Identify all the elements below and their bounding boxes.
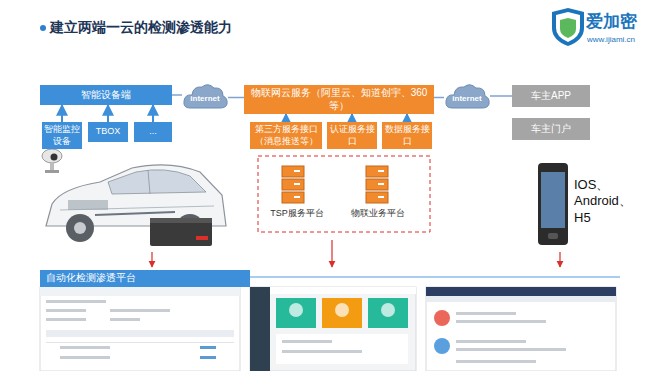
title-dot	[40, 25, 46, 31]
logo-text: 爱加密	[586, 11, 656, 32]
box-label: 认证服务接口	[329, 124, 375, 147]
flow-arrow	[107, 105, 109, 122]
platform-list: IOS、Android、H5	[574, 177, 646, 226]
service-interface-box: 数据服务接口	[382, 122, 432, 149]
service-interface-box: 认证服务接口	[327, 122, 377, 149]
cloud-label: internet	[190, 89, 219, 104]
red-arrow	[151, 252, 152, 267]
logo-url: www.ijiami.cn	[587, 35, 657, 45]
dashed-region	[258, 156, 430, 232]
flow-arrow	[61, 105, 63, 122]
cloud-label: internet	[452, 89, 481, 104]
owner-app-box: 车主APP	[512, 85, 590, 107]
flow-arrow	[406, 114, 408, 122]
platform-label: 物联业务平台	[342, 208, 414, 219]
box-label: 智能监控设备	[44, 124, 80, 147]
link-line	[172, 94, 182, 96]
cloud-outline	[184, 85, 227, 108]
cloud-outline	[446, 85, 489, 108]
flow-arrow	[351, 114, 353, 122]
device-box: ...	[134, 122, 172, 142]
link-line	[490, 95, 512, 97]
box-label: 智能设备端	[81, 89, 131, 102]
service-interface-box: 第三方服务接口（消息推送等）	[250, 122, 322, 149]
server-icon	[282, 166, 304, 203]
cloud-service-band: 物联网云服务（阿里云、知道创宇、360等）	[244, 85, 434, 114]
slide-title: 建立两端一云的检测渗透能力	[50, 19, 232, 37]
phone-icon	[538, 163, 568, 245]
box-label: 自动化检测渗透平台	[46, 272, 136, 285]
screenshot	[426, 287, 616, 371]
strip-line	[250, 276, 620, 278]
box-label: 物联网云服务（阿里云、知道创宇、360等）	[246, 87, 432, 112]
owner-portal-box: 车主门户	[512, 118, 590, 140]
screenshot	[40, 287, 240, 371]
screenshot	[250, 287, 416, 371]
camera-icon	[42, 149, 62, 173]
device-box: TBOX	[88, 122, 128, 142]
server-icon	[366, 166, 388, 203]
tbox-device	[150, 218, 212, 246]
box-label: TBOX	[96, 126, 121, 137]
platform-label: TSP服务平台	[262, 208, 332, 219]
red-arrow	[559, 252, 560, 267]
link-line	[434, 97, 444, 99]
box-label: 车主门户	[531, 123, 571, 136]
device-box: 智能监控设备	[42, 122, 82, 149]
red-arrow	[331, 240, 332, 267]
logo-shield	[552, 8, 584, 46]
box-label: ...	[149, 126, 157, 137]
box-label: 数据服务接口	[384, 124, 430, 147]
device-band: 智能设备端	[40, 85, 172, 105]
flow-arrow	[152, 105, 154, 122]
internet-cloud: internet	[182, 82, 228, 110]
platform-band: 自动化检测渗透平台	[40, 270, 250, 287]
internet-cloud: internet	[444, 82, 490, 110]
box-label: 第三方服务接口（消息推送等）	[252, 124, 320, 147]
box-label: 车主APP	[531, 90, 571, 103]
flow-arrow	[285, 114, 287, 122]
title-accent	[0, 27, 40, 29]
link-line	[228, 97, 244, 99]
